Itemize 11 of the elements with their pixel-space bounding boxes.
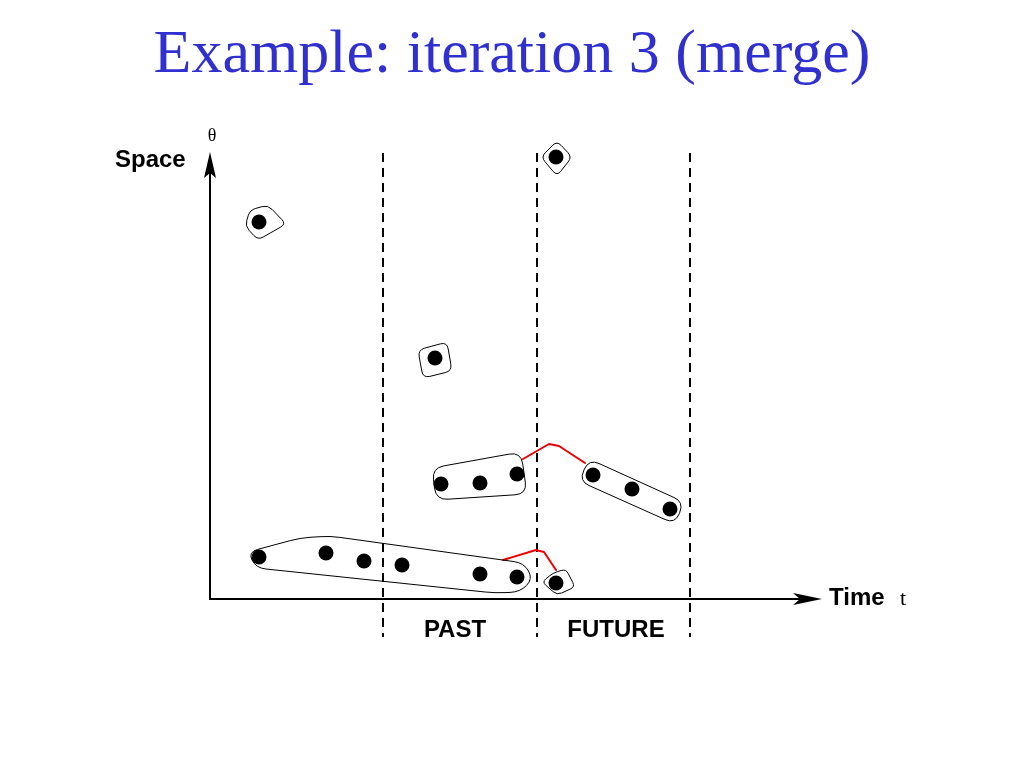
axis-label: Time <box>829 585 885 609</box>
point-cluster <box>540 567 577 597</box>
region-label: FUTURE <box>567 617 665 641</box>
axis-symbol: t <box>900 587 907 609</box>
region-label: PAST <box>423 617 487 641</box>
axis-symbol: θ <box>207 126 217 144</box>
merge-link <box>502 549 557 571</box>
point-cluster <box>430 450 529 502</box>
point-cluster <box>416 340 454 380</box>
axis-label: Space <box>115 147 186 171</box>
merge-link <box>522 443 586 464</box>
